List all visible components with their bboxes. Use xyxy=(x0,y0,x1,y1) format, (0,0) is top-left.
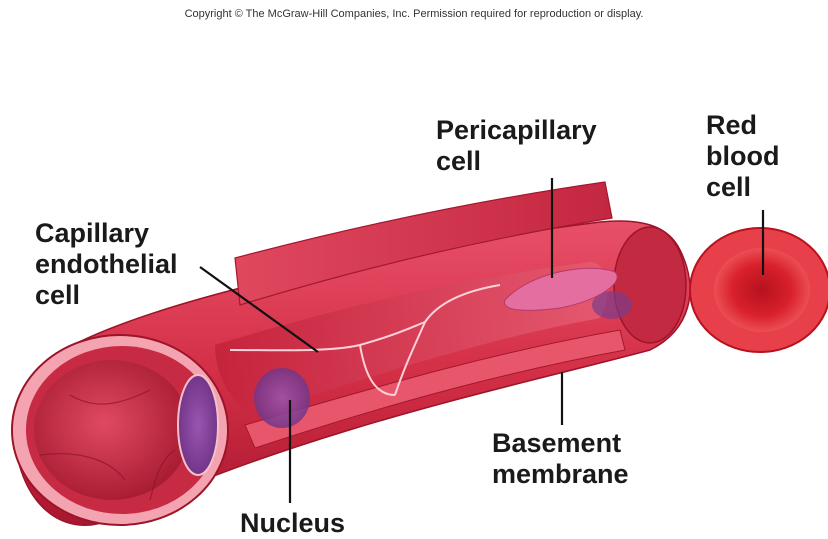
label-red-blood-cell: Red blood cell xyxy=(706,110,779,203)
red-blood-cell-illustration xyxy=(690,228,828,352)
label-nucleus: Nucleus xyxy=(240,508,345,539)
vessel-lumen xyxy=(34,360,190,500)
label-pericapillary-cell: Pericapillary cell xyxy=(436,115,597,177)
label-basement-membrane: Basement membrane xyxy=(492,428,629,490)
vessel-right-end xyxy=(614,227,686,343)
cross-section-nucleus xyxy=(178,375,218,475)
label-capillary-endothelial-cell: Capillary endothelial cell xyxy=(35,218,178,311)
endothelial-nucleus xyxy=(254,368,310,428)
